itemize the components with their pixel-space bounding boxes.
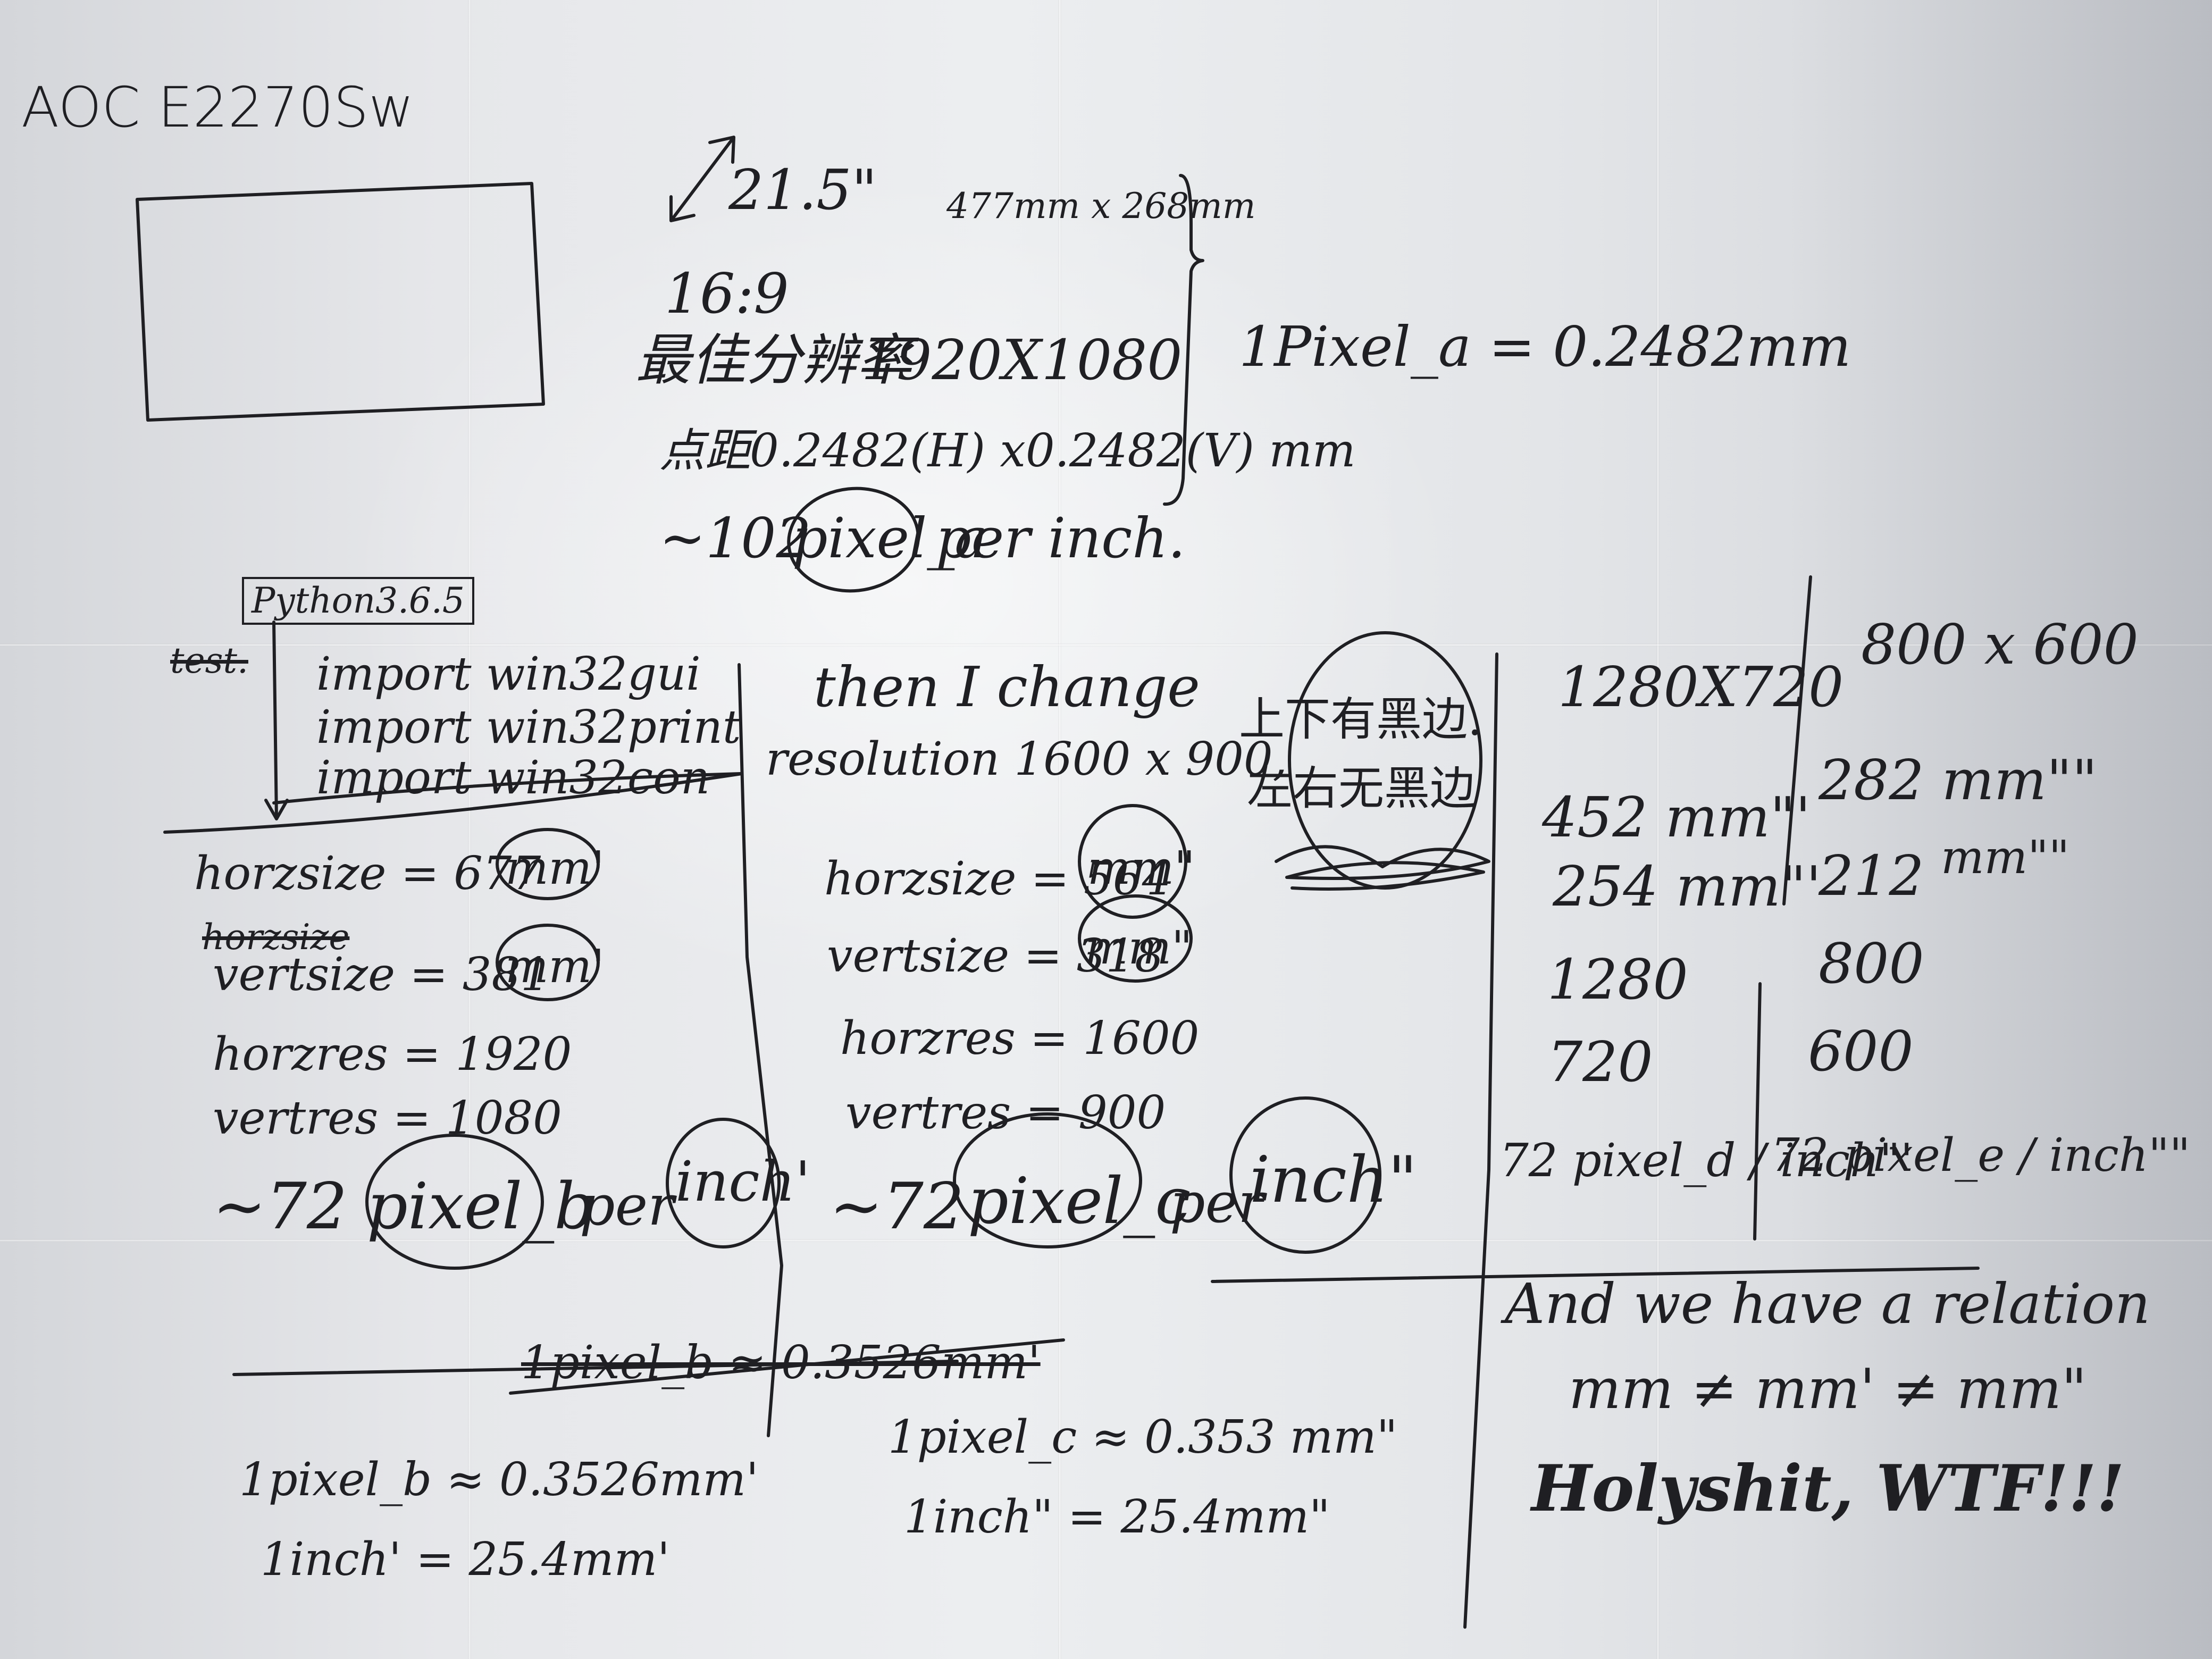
inch-equation-1920: 1inch' = 25.4mm' — [261, 1533, 670, 1586]
vertres-1920: vertres = 1080 — [213, 1092, 562, 1145]
fold-crease — [0, 1239, 2212, 1242]
vertsize-1920: vertsize = 381 — [213, 948, 550, 1001]
circle-mm2 — [496, 924, 600, 1001]
vertsize-1280: 254 mm"' — [1553, 854, 1822, 919]
scribble — [1275, 845, 1490, 891]
horzsize-800: 282 mm"" — [1819, 748, 2098, 812]
shadow — [1787, 0, 2212, 1659]
title-1280: 1280X720 — [1558, 655, 1844, 719]
vertres-800: 600 — [1808, 1019, 1914, 1084]
import-win32con: import win32con — [316, 751, 710, 805]
divider-horizontal-top — [163, 772, 743, 834]
ppi-800: 72 pixel_e / inch"" — [1771, 1129, 2191, 1182]
python-arrow — [264, 621, 289, 820]
inch-1920: inch' — [675, 1149, 811, 1214]
aspect-ratio: 16:9 — [665, 261, 789, 326]
diagonal-arrow — [669, 136, 735, 222]
ppi-suffix: per inch. — [936, 506, 1186, 571]
pixel-a-equation: 1Pixel_a = 0.2482mm — [1239, 314, 1851, 379]
horzsize-unit-1600: mm" — [1087, 842, 1195, 895]
python-version-tag: Python3.6.5 — [242, 577, 474, 625]
horzres-1920: horzres = 1920 — [213, 1028, 572, 1081]
divider-vertical-2 — [1463, 652, 1498, 1629]
monitor-model: AOC E2270Sw — [21, 75, 414, 140]
dot-pitch-label: 点距 — [659, 424, 751, 477]
horzres-800: 800 — [1819, 931, 1924, 996]
best-resolution-label: 最佳分辨率 — [635, 328, 912, 392]
ppi-prefix: ~102 — [659, 506, 811, 571]
monitor-dimensions: 477mm x 268mm — [946, 186, 1256, 227]
crossed-word: test. — [170, 640, 248, 681]
fold-crease — [1656, 0, 1660, 1659]
fold-crease — [0, 643, 2212, 647]
vertres-1280: 720 — [1547, 1029, 1653, 1094]
import-underline — [272, 772, 742, 805]
vertres-1600: vertres = 900 — [845, 1086, 1166, 1139]
horzres-1600: horzres = 1600 — [840, 1012, 1200, 1065]
import-win32print: import win32print — [316, 701, 741, 754]
fold-crease — [1058, 0, 1061, 1659]
pixel-b-equation: 1pixel_b ≈ 0.3526mm' — [239, 1453, 759, 1506]
monitor-diagonal: 21.5" — [728, 157, 877, 222]
conclusion-exclamation: Holyshit, WTF!!! — [1531, 1451, 2125, 1526]
ppi-unit-pixel-c: pixel_c — [968, 1164, 1191, 1238]
black-bar-note-1: 上下有黑边. — [1239, 693, 1482, 746]
spec-brace — [1163, 174, 1204, 506]
vertsize-unit-800: mm"" — [1941, 831, 2070, 884]
vertsize-800: 212 — [1819, 843, 1924, 908]
horzres-1280: 1280 — [1547, 947, 1688, 1012]
divider-horizontal-bottom — [232, 1267, 1980, 1376]
horzsize-1280: 452 mm"' — [1542, 785, 1811, 850]
inch-equation-1600: 1inch" = 25.4mm" — [904, 1490, 1330, 1544]
divider-vertical-3 — [1753, 575, 1812, 1241]
per-1600: per — [1170, 1170, 1264, 1235]
vertsize-unit-1600: mm" — [1085, 921, 1193, 975]
horzsize-1600: horzsize = 564 — [824, 852, 1171, 906]
inch-1600: inch" — [1250, 1143, 1418, 1217]
fold-crease — [468, 0, 471, 1659]
intro-line-1: then I change — [814, 655, 1200, 719]
conclusion-relation: mm ≠ mm' ≠ mm" — [1569, 1356, 2087, 1421]
ppi-1280: 72 pixel_d / inch"' — [1499, 1134, 1913, 1187]
monitor-sketch — [136, 182, 545, 422]
conclusion-line-1: And we have a relation — [1505, 1271, 2150, 1336]
ppi-unit-pixel-b: pixel_b — [367, 1170, 596, 1244]
horzsize-1920: horzsize = 677 — [194, 847, 541, 900]
divider-vertical-1 — [738, 663, 783, 1437]
crossed-pixel-b-eq: 1pixel_b ≈ 0.3526mm' — [521, 1336, 1041, 1389]
best-resolution: 1920X1080 — [861, 328, 1183, 392]
circle-mm3 — [1078, 804, 1187, 919]
vertsize-1600: vertsize = 318 — [827, 929, 1164, 983]
intro-line-2: resolution 1600 x 900, — [766, 733, 1287, 786]
circle-inch2 — [1229, 1096, 1381, 1254]
title-800: 800 x 600 — [1861, 612, 2139, 677]
dot-pitch: 0.2482(H) x0.2482(V) mm — [750, 424, 1356, 477]
circle-mm1 — [496, 828, 600, 900]
circle-pixel-a — [787, 487, 920, 593]
vertsize-unit-1920: mm' — [505, 940, 605, 993]
ppi-unit-pixel-a: pixel_a — [792, 506, 988, 571]
circle-pixel-c — [953, 1112, 1142, 1249]
circle-mm4 — [1078, 894, 1193, 983]
circle-pixel-b — [365, 1134, 544, 1270]
ppi-prefix-1600: ~72 — [830, 1170, 965, 1244]
horzsize-unit-1920: mm' — [505, 842, 605, 895]
pixel-c-equation: 1pixel_c ≈ 0.353 mm" — [888, 1411, 1398, 1464]
circle-inch1 — [666, 1118, 781, 1249]
import-win32gui: import win32gui — [316, 648, 701, 701]
per-1920: per — [580, 1173, 674, 1238]
black-bar-note-2: 左右无黑边 — [1247, 762, 1476, 815]
crossed-horzsize: horzsize — [202, 917, 350, 958]
strike-line — [509, 1338, 1065, 1395]
ppi-prefix-1920: ~72 — [213, 1170, 348, 1244]
